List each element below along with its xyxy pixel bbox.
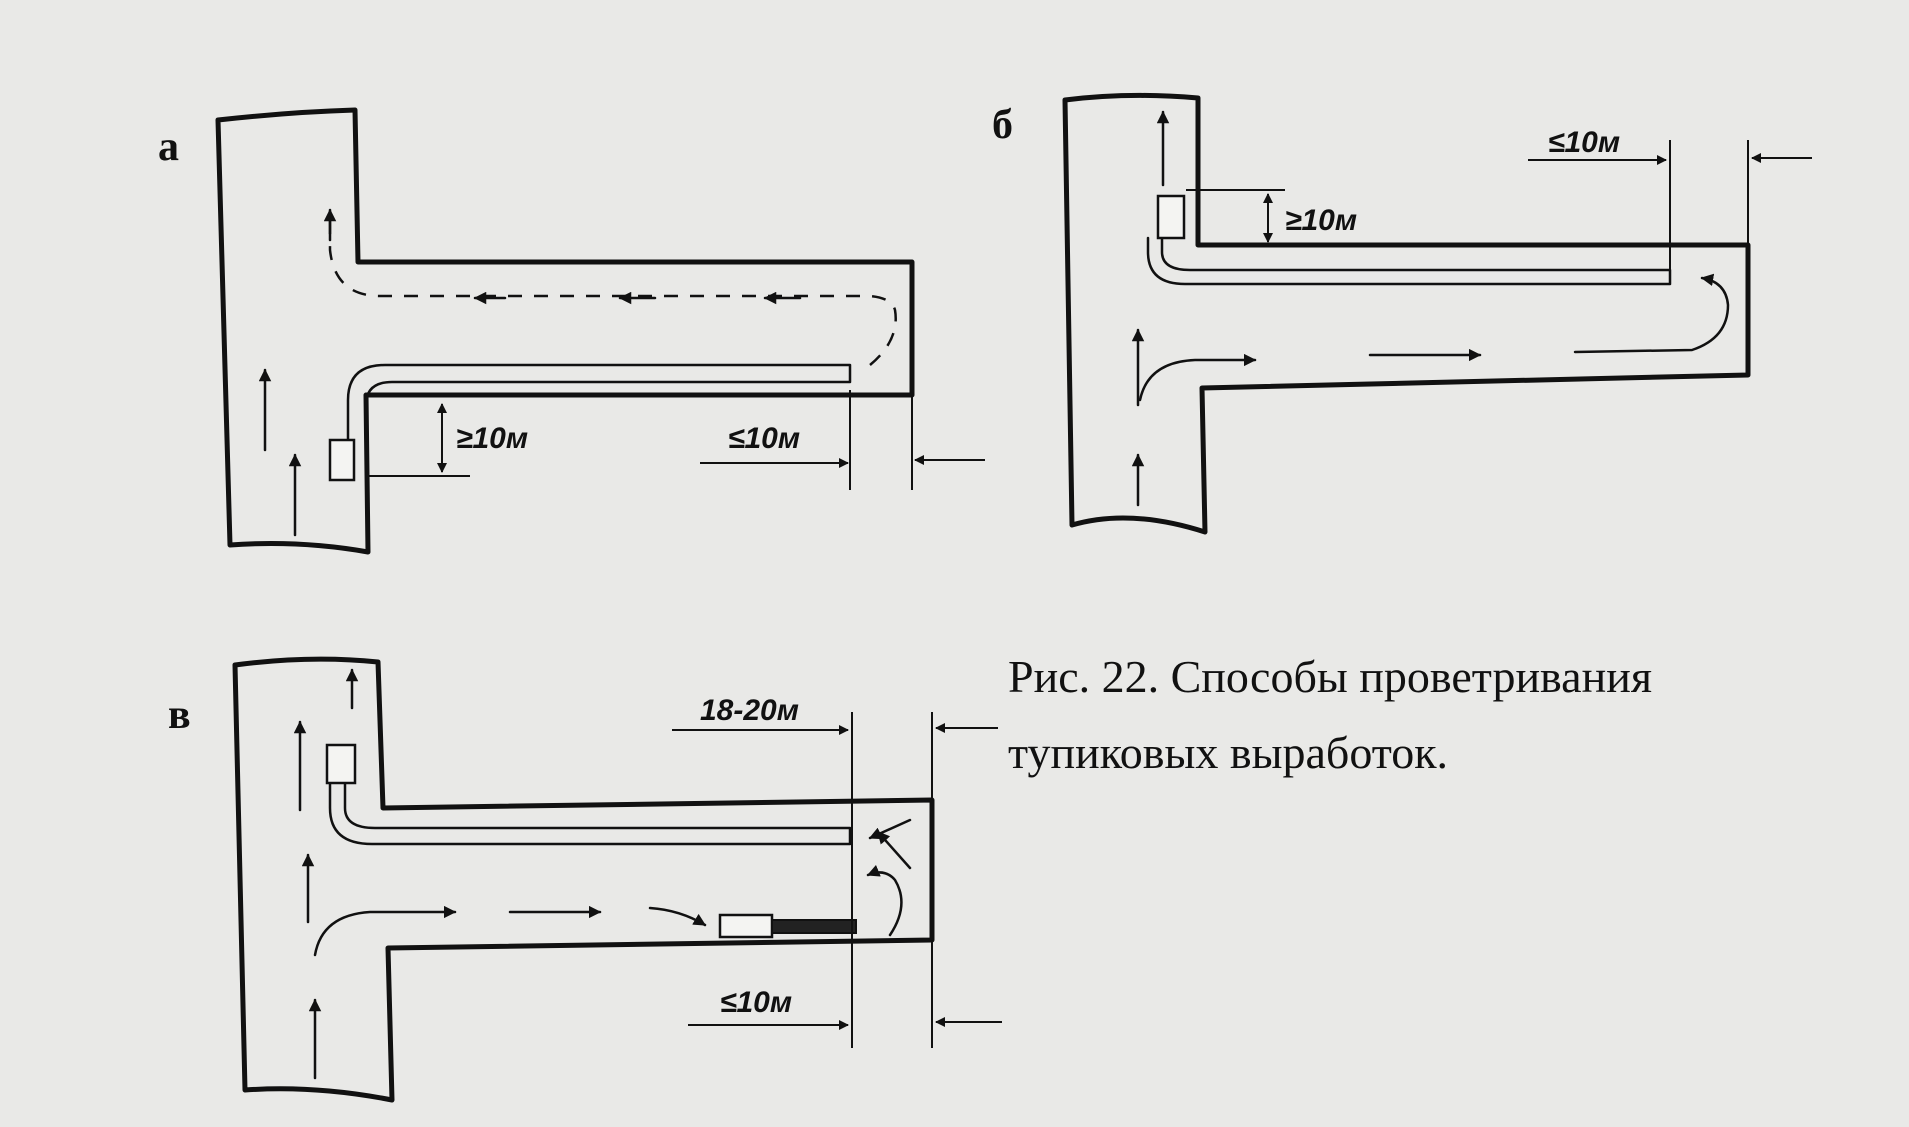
panel-b-fan	[1156, 194, 1186, 240]
figure-caption-line1: Рис. 22. Способы проветривания	[1008, 651, 1652, 702]
panel-a-dim-upper: ≥10м	[456, 422, 528, 455]
panel-b: б ≥10м ≤10м	[992, 92, 1812, 535]
panel-a-dim-lower: ≤10м	[728, 422, 800, 455]
panel-b-dim-lower: ≤10м	[1548, 126, 1620, 159]
panel-v: в 18-20м ≤10м	[168, 656, 1002, 1103]
panel-v-duct	[328, 780, 852, 846]
panel-v-aux-duct	[771, 919, 857, 934]
panel-v-arrow	[876, 830, 912, 870]
panel-a-return-air	[328, 215, 897, 366]
panel-a-fan	[328, 438, 356, 482]
panel-b-dim-upper: ≥10м	[1285, 204, 1357, 237]
panel-a: а ≥10м ≤10м	[158, 107, 985, 555]
panel-v-dim-upper: 18-20м	[700, 694, 799, 727]
panel-v-dim-lower: ≤10м	[720, 986, 792, 1019]
panel-v-arrow	[866, 864, 903, 937]
panel-v-arrow	[648, 906, 707, 927]
panel-a-label: а	[158, 124, 179, 170]
panel-b-duct	[1146, 236, 1672, 286]
panel-v-arrow	[313, 905, 457, 957]
panel-a-duct	[346, 363, 852, 442]
panel-v-fan	[325, 743, 357, 785]
panel-v-arrow	[868, 818, 912, 840]
figure-caption-line2: тупиковых выработок.	[1008, 727, 1448, 778]
panel-v-label: в	[168, 692, 191, 738]
panel-b-arrow	[1573, 273, 1730, 354]
panel-v-walls	[232, 656, 935, 1103]
panel-b-arrow	[1138, 353, 1257, 402]
panel-v-aux-fan	[718, 913, 774, 939]
panel-a-walls	[215, 107, 915, 555]
panel-b-label: б	[992, 102, 1013, 148]
